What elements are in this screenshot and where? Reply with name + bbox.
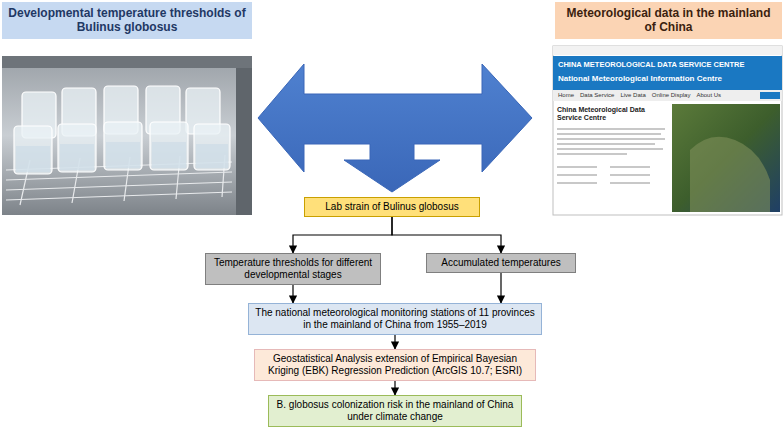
header-box: Meteorological data in the mainland of C… xyxy=(555,2,782,39)
flow-arrow xyxy=(293,217,392,253)
screenshot-text: National Meteorological Information Cent… xyxy=(558,74,780,83)
website-screenshot xyxy=(553,46,782,215)
flow-arrow xyxy=(292,285,293,303)
box-text: Geostatistical Analysis extension of Emp… xyxy=(260,353,530,377)
nav-item: Online Display xyxy=(652,92,691,99)
screenshot-text: China Meteorological Data Service Centre xyxy=(557,106,667,122)
process-box: Accumulated temperatures xyxy=(426,253,576,273)
nav-item: Home xyxy=(558,92,574,99)
flow-arrow xyxy=(392,217,501,253)
nav-item: Live Data xyxy=(620,92,645,99)
box-text: Developmental temperature thresholds of … xyxy=(8,6,246,35)
flow-arrow xyxy=(394,381,395,395)
box-text: The national meteorological monitoring s… xyxy=(254,307,536,331)
process-box: B. globosus colonization risk in the mai… xyxy=(268,395,522,427)
process-box: The national meteorological monitoring s… xyxy=(248,303,542,335)
header-box: Developmental temperature thresholds of … xyxy=(2,2,252,39)
flow-arrow xyxy=(394,335,395,349)
box-text: B. globosus colonization risk in the mai… xyxy=(274,399,516,423)
incubator-photo xyxy=(2,56,252,215)
box-text: Meteorological data in the mainland of C… xyxy=(561,6,776,35)
screenshot-text: CHINA METEOROLOGICAL DATA SERVICE CENTRE xyxy=(558,61,780,70)
block-arrow xyxy=(258,64,532,192)
flow-arrow xyxy=(500,273,501,303)
nav-item: About Us xyxy=(696,92,721,99)
process-box: Lab strain of Bulinus globosus xyxy=(304,197,480,217)
box-text: Temperature thresholds for different dev… xyxy=(211,257,375,281)
box-text: Lab strain of Bulinus globosus xyxy=(325,201,458,213)
process-box: Geostatistical Analysis extension of Emp… xyxy=(254,349,536,381)
nav-item: Data Service xyxy=(580,92,614,99)
box-text: Accumulated temperatures xyxy=(441,257,561,269)
process-box: Temperature thresholds for different dev… xyxy=(205,253,381,285)
